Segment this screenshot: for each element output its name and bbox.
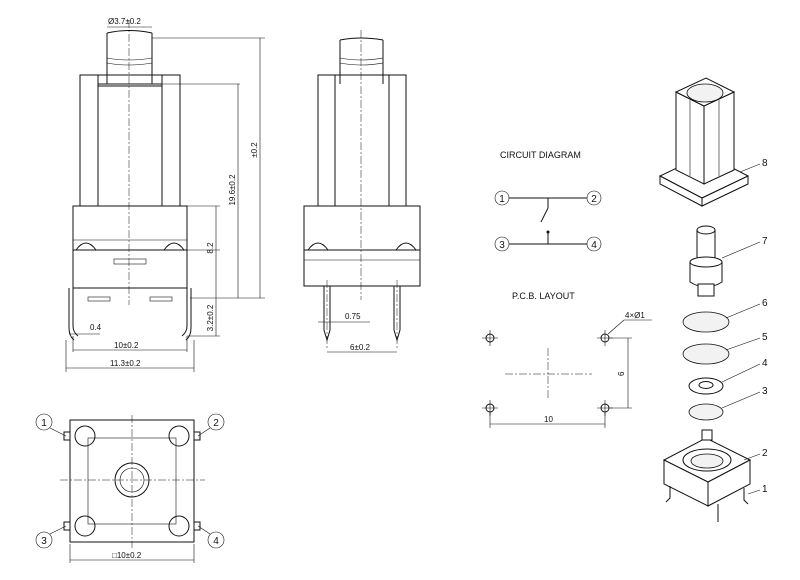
part-6-label: 6 <box>762 298 768 309</box>
bottom-pin-2-label: 2 <box>213 418 219 429</box>
bottom-pin-4-label: 4 <box>213 536 219 547</box>
circuit-terminal-2: 2 <box>591 194 597 205</box>
pin-thickness-label: 0.75 <box>345 312 361 321</box>
pcb-spacing-y: 6 <box>617 371 626 376</box>
circuit-terminal-1: 1 <box>499 194 505 205</box>
circuit-diagram: CIRCUIT DIAGRAM 1 2 3 4 <box>494 150 602 252</box>
stem-diameter-label: Ø3.7±0.2 <box>108 17 141 26</box>
part-4-label: 4 <box>762 358 768 369</box>
circuit-terminal-3: 3 <box>499 240 505 251</box>
pcb-title: P.C.B. LAYOUT <box>512 291 575 301</box>
part-3-label: 3 <box>762 386 768 397</box>
bottom-view: 1 2 3 4 □10±0.2 <box>35 413 225 563</box>
side-view: 0.75 6±0.2 <box>303 30 421 353</box>
part-2-label: 2 <box>762 448 768 459</box>
circuit-title: CIRCUIT DIAGRAM <box>500 150 581 160</box>
circuit-terminal-4: 4 <box>591 240 597 251</box>
pin-height-label: 3.2±0.2 <box>206 304 215 331</box>
body-width-label: 10±0.2 <box>114 341 139 350</box>
base-height-label: 8.2 <box>206 242 215 254</box>
part-8-label: 8 <box>762 158 768 169</box>
body-square-label: □10±0.2 <box>112 551 142 560</box>
total-height-label: ±0.2 <box>250 142 259 158</box>
exploded-view: 8 7 6 5 4 3 2 <box>658 77 768 522</box>
part-1-label: 1 <box>762 484 768 495</box>
pin-width-label: 0.4 <box>90 323 102 332</box>
pin-span-label: 11.3±0.2 <box>110 359 141 368</box>
pcb-layout: P.C.B. LAYOUT 4×Ø1 10 6 <box>482 291 652 428</box>
bottom-pin-1-label: 1 <box>41 418 47 429</box>
pcb-hole-spec: 4×Ø1 <box>625 311 645 320</box>
pcb-spacing-x: 10 <box>544 415 553 424</box>
part-5-label: 5 <box>762 332 768 343</box>
pin-pitch-label: 6±0.2 <box>350 343 371 352</box>
part-7-label: 7 <box>762 236 768 247</box>
body-height-label: 19.6±0.2 <box>228 174 237 206</box>
bottom-pin-3-label: 3 <box>41 536 47 547</box>
front-view: Ø3.7±0.2 ±0.2 19.6±0.2 8.2 3.2±0.2 0.4 1… <box>65 17 265 372</box>
